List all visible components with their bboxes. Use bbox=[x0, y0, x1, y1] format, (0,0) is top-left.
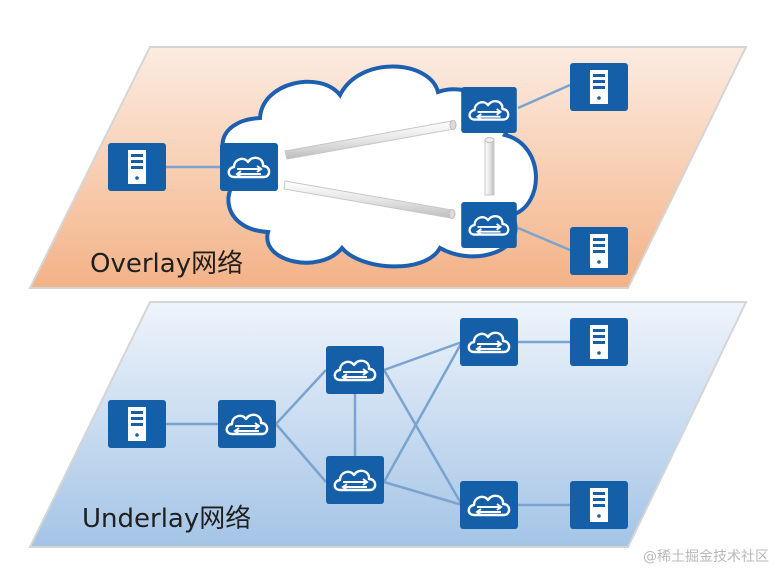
underlay-label: Underlay网络 bbox=[82, 504, 251, 534]
server-icon bbox=[108, 143, 166, 191]
overlay-plane: Overlay网络 bbox=[28, 46, 748, 289]
underlay-plane: Underlay网络 bbox=[28, 301, 748, 548]
server-icon bbox=[570, 481, 628, 529]
cloud-router-icon bbox=[460, 481, 518, 529]
cloud-router-icon bbox=[218, 400, 276, 448]
underlay-link bbox=[275, 423, 327, 483]
overlay-label: Overlay网络 bbox=[90, 249, 243, 279]
server-icon bbox=[570, 318, 628, 366]
overlay-link bbox=[517, 83, 571, 110]
tunnel bbox=[283, 180, 456, 219]
server-icon bbox=[108, 400, 166, 448]
cloud-router-icon bbox=[326, 346, 384, 394]
server-icon bbox=[570, 63, 628, 111]
underlay-link bbox=[275, 369, 327, 425]
overlay-cloud bbox=[220, 64, 538, 269]
cloud-router-icon bbox=[460, 318, 518, 366]
watermark: @稀土掘金技术社区 bbox=[643, 549, 769, 565]
overlay-link bbox=[517, 226, 571, 252]
underlay-link bbox=[383, 340, 463, 372]
tunnel bbox=[284, 120, 457, 160]
underlay-link bbox=[382, 341, 464, 483]
server-icon bbox=[570, 227, 628, 275]
cloud-router-icon bbox=[460, 87, 518, 133]
underlay-link bbox=[382, 369, 464, 506]
underlay-plane-surface bbox=[28, 301, 748, 548]
tunnel bbox=[484, 137, 495, 196]
cloud-router-icon bbox=[326, 456, 384, 504]
cloud-router-icon bbox=[220, 143, 278, 191]
underlay-link bbox=[383, 480, 463, 507]
cloud-router-icon bbox=[460, 202, 518, 248]
